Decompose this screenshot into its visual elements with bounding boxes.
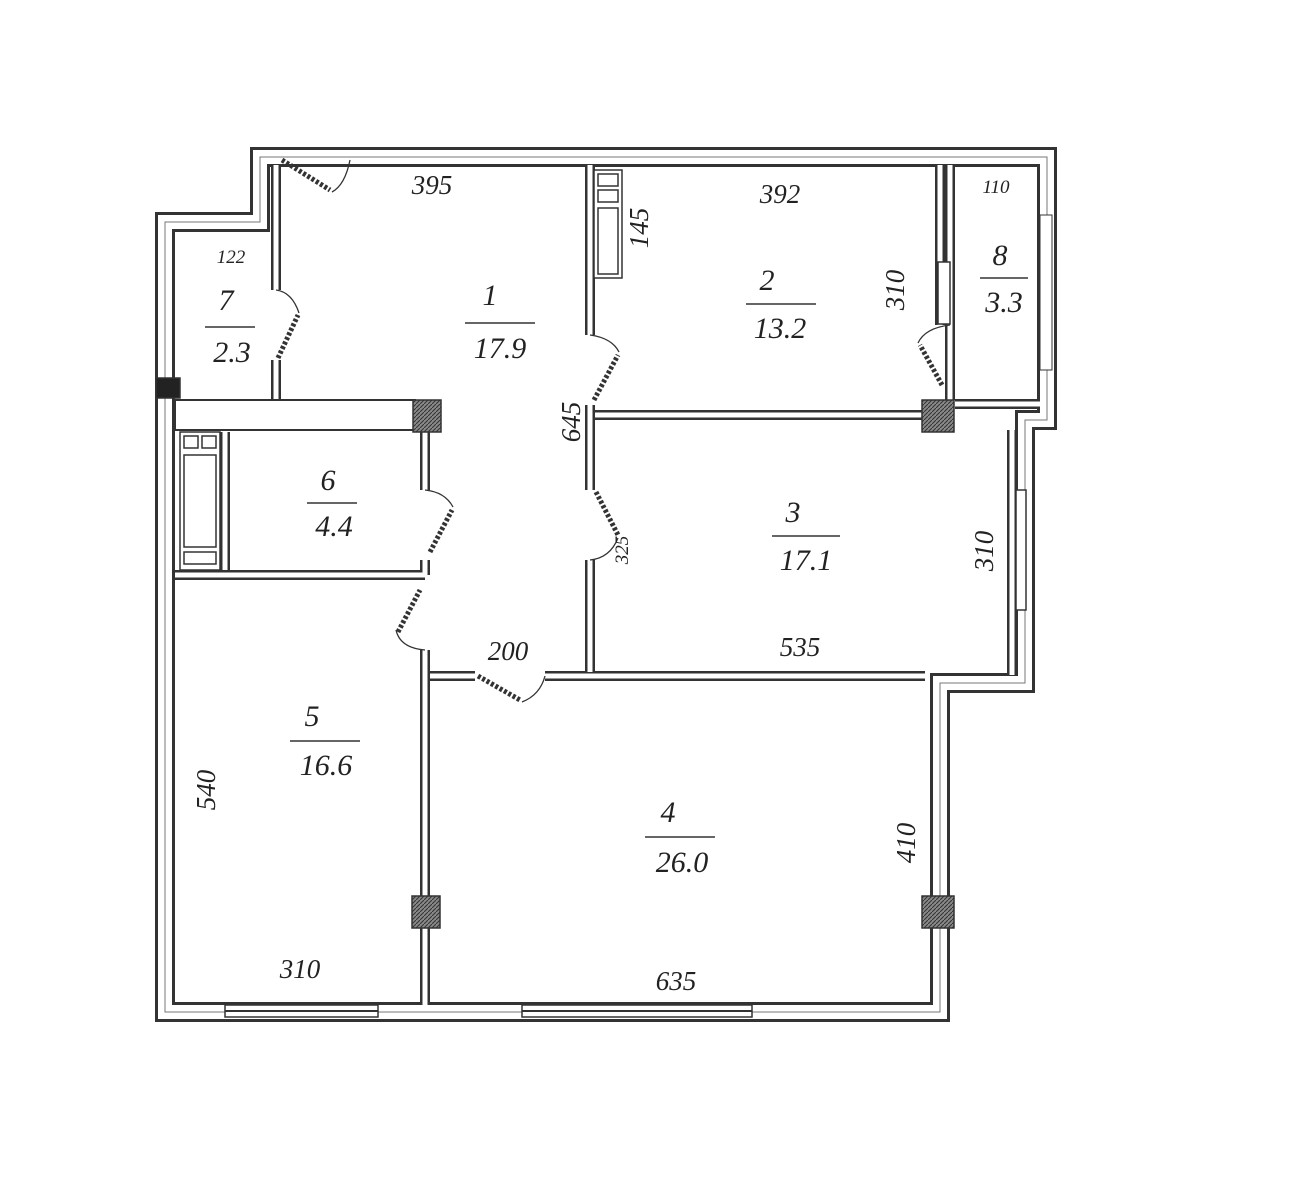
interior-walls xyxy=(174,165,1040,1005)
room-labels: 1 17.9 2 13.2 3 17.1 4 26.0 5 16.6 6 4.4 xyxy=(205,239,1028,879)
room-5-label: 5 16.6 xyxy=(290,700,360,782)
room-area: 17.1 xyxy=(780,544,833,577)
dim-corridor-width: 200 xyxy=(488,636,529,666)
dim-door: 325 xyxy=(612,536,633,566)
room-area: 3.3 xyxy=(984,286,1023,319)
dim-room1-width: 395 xyxy=(411,170,453,200)
room-4-label: 4 26.0 xyxy=(645,796,715,879)
room-area: 4.4 xyxy=(315,510,353,543)
room-2-label: 2 13.2 xyxy=(746,264,816,345)
room-area: 13.2 xyxy=(754,312,807,345)
dim-room2-height: 310 xyxy=(880,269,910,311)
doors xyxy=(275,157,951,703)
dim-room4-height: 410 xyxy=(891,822,921,863)
dim-room8-width: 110 xyxy=(982,177,1010,198)
room-area: 26.0 xyxy=(656,846,709,879)
dim-room5-width: 310 xyxy=(279,954,321,984)
dim-room2-width: 392 xyxy=(759,179,801,209)
room-area: 2.3 xyxy=(213,336,251,369)
pillars xyxy=(155,377,955,929)
dim-room5-height: 540 xyxy=(191,769,221,810)
room-number: 7 xyxy=(219,284,236,317)
room-number: 5 xyxy=(305,700,320,733)
room-number: 2 xyxy=(760,264,775,297)
dim-room3-height: 310 xyxy=(969,530,999,572)
room-3-label: 3 17.1 xyxy=(772,496,840,577)
dim-room1-height: 645 xyxy=(556,402,586,443)
room-number: 1 xyxy=(483,279,498,312)
room-area: 16.6 xyxy=(300,749,353,782)
room-number: 4 xyxy=(661,796,676,829)
exterior-wall xyxy=(155,147,1057,1022)
room-area: 17.9 xyxy=(474,332,527,365)
room-1-label: 1 17.9 xyxy=(465,279,535,365)
closets xyxy=(179,169,623,571)
room-8-label: 8 3.3 xyxy=(980,239,1028,319)
room-6-label: 6 4.4 xyxy=(307,464,357,543)
dim-room3-width: 535 xyxy=(780,632,821,662)
dim-room7-width: 122 xyxy=(217,247,246,268)
room-7-label: 7 2.3 xyxy=(205,284,255,369)
dim-closet: 145 xyxy=(624,208,654,249)
room-number: 6 xyxy=(321,464,336,497)
room-number: 8 xyxy=(993,239,1008,272)
dimension-labels: 395 645 392 145 310 535 310 325 635 410 … xyxy=(191,170,1010,996)
dim-room4-width: 635 xyxy=(656,966,697,996)
room-number: 3 xyxy=(785,496,801,529)
windows xyxy=(224,214,1053,1018)
